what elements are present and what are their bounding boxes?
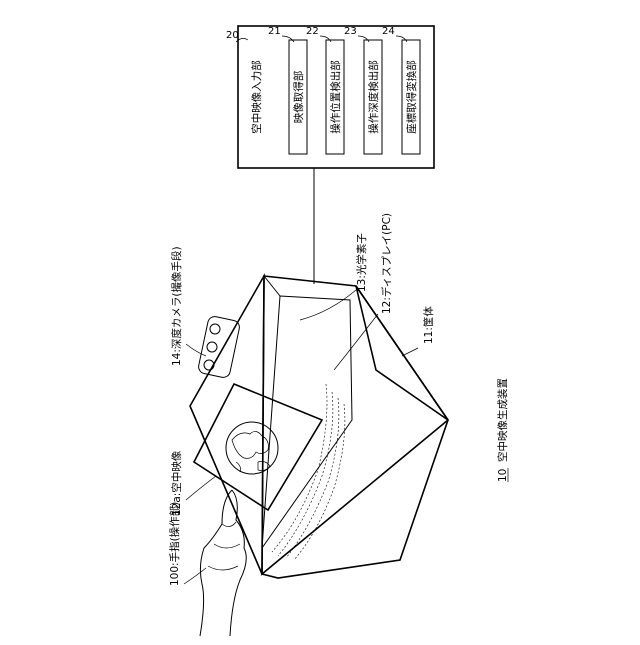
display-label: 12:ディスプレイ(PC) bbox=[380, 213, 393, 314]
globe-icon bbox=[226, 422, 278, 474]
depth-camera bbox=[197, 315, 240, 378]
sub-unit-24-ref: 24 bbox=[382, 26, 395, 37]
housing-label: 11:筐体 bbox=[422, 306, 435, 344]
input-unit-title: 空中映像入力部 bbox=[250, 60, 263, 134]
sub-unit-23-ref: 23 bbox=[344, 26, 357, 37]
aerial-image-label: 12a:空中映像 bbox=[170, 450, 183, 516]
finger-leader bbox=[184, 568, 206, 584]
display-dashed-2 bbox=[278, 392, 333, 556]
sub-unit-24-label: 座標取得変換部 bbox=[405, 60, 418, 134]
sub-unit-22-ref: 22 bbox=[306, 26, 319, 37]
hand-knuckle-2 bbox=[214, 544, 240, 548]
input-unit-ref: 20 bbox=[226, 30, 239, 41]
device-name: 空中映像生成装置 bbox=[496, 378, 509, 462]
depth-camera-lens-2 bbox=[207, 342, 217, 352]
housing-front-face bbox=[190, 276, 264, 574]
sub-unit-21-label: 映像取得部 bbox=[292, 71, 305, 124]
optical-element-leader bbox=[300, 290, 356, 320]
housing-inner-edge bbox=[264, 276, 280, 296]
sub-unit-23-label: 操作深度検出部 bbox=[367, 60, 380, 134]
optical-element-label: 13:光学素子 bbox=[355, 233, 368, 292]
depth-camera-body bbox=[197, 315, 240, 378]
housing-top-face bbox=[262, 276, 448, 574]
display-dashed-4 bbox=[294, 404, 345, 560]
sub-unit-21-ref: 21 bbox=[268, 26, 281, 37]
hand-back-contour bbox=[230, 490, 246, 636]
hand-knuckle-3 bbox=[208, 566, 238, 570]
sub-unit-21-leader bbox=[282, 36, 294, 42]
housing-leader bbox=[402, 348, 418, 356]
hand-front-contour bbox=[200, 490, 232, 636]
hand-finger bbox=[200, 490, 246, 636]
depth-camera-lens-1 bbox=[210, 324, 220, 334]
device-ref: 10 bbox=[497, 469, 509, 482]
hand-knuckle-1 bbox=[222, 522, 236, 527]
depth-camera-label: 14:深度カメラ(撮像手段) bbox=[170, 246, 183, 366]
aerial-image-panel bbox=[194, 384, 322, 510]
sub-unit-22-label: 操作位置検出部 bbox=[329, 60, 342, 134]
display-leader bbox=[334, 314, 378, 370]
aerial-image-leader bbox=[186, 476, 216, 500]
